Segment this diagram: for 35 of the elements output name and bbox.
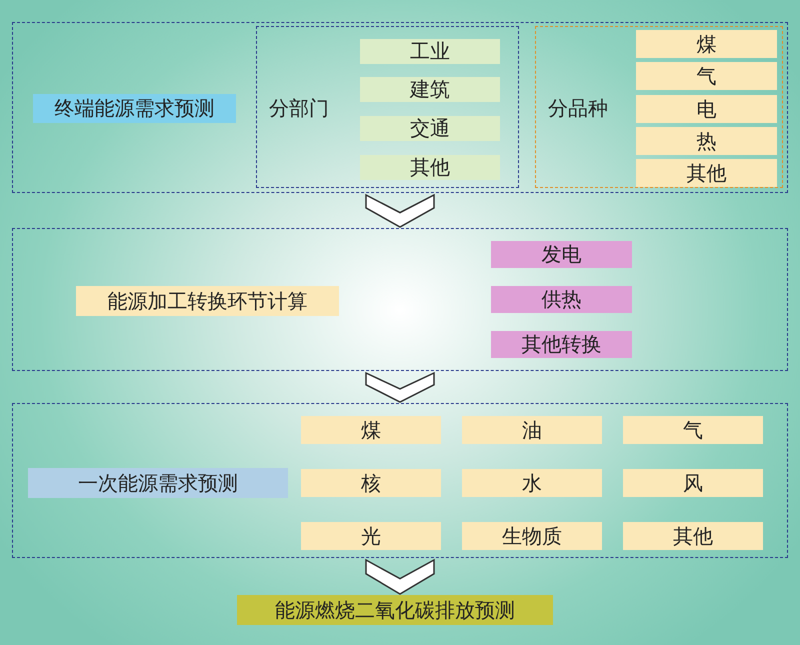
- category-box: 热: [636, 127, 777, 155]
- stage-label: 能源燃烧二氧化碳排放预测: [237, 595, 553, 625]
- category-box: 其他转换: [491, 331, 632, 358]
- dashed-group-box: [256, 26, 519, 188]
- category-box: 核: [301, 469, 441, 497]
- category-box: 水: [462, 469, 602, 497]
- stage-label: 能源加工转换环节计算: [76, 286, 339, 316]
- stage-label: 终端能源需求预测: [33, 94, 236, 123]
- category-box: 风: [623, 469, 763, 497]
- category-box: 光: [301, 522, 441, 550]
- chevron-arrow: [365, 558, 435, 595]
- category-box: 建筑: [360, 77, 500, 102]
- dashed-panel: [12, 403, 788, 558]
- category-box: 气: [636, 62, 777, 90]
- category-box: 交通: [360, 116, 500, 141]
- dashed-panel: [12, 22, 788, 193]
- category-box: 煤: [301, 416, 441, 444]
- category-box: 工业: [360, 39, 500, 64]
- category-box: 其他: [360, 155, 500, 180]
- category-box: 电: [636, 95, 777, 123]
- group-label: 分部门: [269, 95, 329, 122]
- category-box: 煤: [636, 30, 777, 58]
- category-box: 油: [462, 416, 602, 444]
- stage-label: 一次能源需求预测: [28, 468, 288, 498]
- chevron-arrow: [365, 372, 435, 403]
- chevron-arrow: [365, 194, 435, 228]
- dashed-panel: [12, 228, 788, 371]
- category-box: 供热: [491, 286, 632, 313]
- category-box: 生物质: [462, 522, 602, 550]
- category-box: 其他: [636, 159, 777, 187]
- group-label: 分品种: [548, 95, 608, 122]
- category-box: 发电: [491, 241, 632, 268]
- category-box: 其他: [623, 522, 763, 550]
- dashed-group-box: [535, 26, 783, 188]
- category-box: 气: [623, 416, 763, 444]
